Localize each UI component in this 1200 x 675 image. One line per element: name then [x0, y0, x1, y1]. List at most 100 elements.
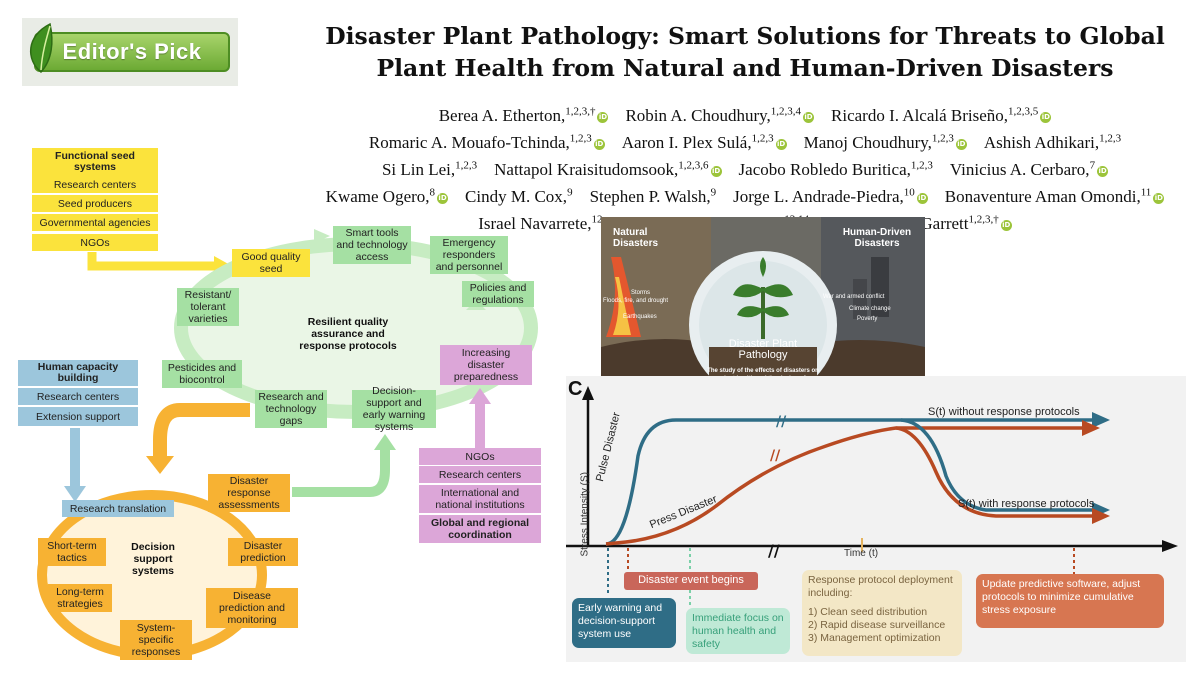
- author-affiliation: 9: [710, 186, 717, 199]
- author-name: Nattapol Kraisitudomsook,: [494, 159, 679, 179]
- orcid-icon[interactable]: iD: [1097, 165, 1109, 177]
- author-name: Vinicius A. Cerbaro,: [949, 159, 1090, 179]
- human-capacity-title: Human capacity building: [18, 360, 138, 386]
- author-name: Ashish Adhikari,: [983, 132, 1100, 152]
- panel-c: // // // C Stress Intensity (S) Time (t)…: [566, 376, 1186, 662]
- orcid-icon[interactable]: iD: [1153, 193, 1165, 205]
- author[interactable]: Jacobo Robledo Buritica,1,2,3: [739, 159, 933, 179]
- series-label-with: S(t) with response protocols: [958, 498, 1095, 510]
- author[interactable]: Cindy M. Cox,9: [465, 186, 573, 206]
- note-update: Update predictive software, adjust proto…: [976, 574, 1164, 628]
- author-name: Kwame Ogero,: [325, 187, 430, 207]
- author-affiliation: 1,2,3: [931, 132, 954, 145]
- author-name: Bonaventure Aman Omondi,: [944, 187, 1141, 207]
- author-affiliation: 7: [1089, 159, 1096, 172]
- panel-label: C: [568, 378, 583, 400]
- orcid-icon[interactable]: iD: [955, 138, 967, 150]
- author-name: Israel Navarrete,: [478, 214, 592, 234]
- x-axis-label: Time (t): [844, 548, 879, 559]
- human-item: Poverty: [857, 316, 878, 322]
- author-affiliation: 1,2,3: [910, 159, 933, 172]
- decision-early-warning: Decision-support and early warning syste…: [352, 385, 436, 433]
- decision-center: Decision support systems: [131, 541, 175, 577]
- author-affiliation: 1,2,3,†: [565, 105, 596, 117]
- pesticides-biocontrol: Pesticides and biocontrol: [162, 360, 242, 388]
- author-affiliation: 1,2,3: [455, 159, 478, 172]
- global-item: NGOs: [419, 448, 541, 465]
- global-coordination-title: Global and regional coordination: [419, 515, 541, 543]
- seed-item: Seed producers: [32, 195, 158, 212]
- author-name: Berea A. Etherton,: [438, 105, 566, 125]
- global-item: Research centers: [419, 466, 541, 483]
- orcid-icon[interactable]: iD: [593, 138, 605, 150]
- disease-prediction: Disease prediction and monitoring: [206, 588, 298, 628]
- orcid-icon[interactable]: iD: [710, 165, 722, 177]
- human-item: War and armed conflict: [823, 294, 885, 300]
- short-term-tactics: Short-term tactics: [38, 538, 106, 566]
- note-protocol: Response protocol deployment including: …: [802, 570, 962, 656]
- author-name: Jorge L. Andrade-Piedra,: [733, 187, 904, 207]
- author[interactable]: Ashish Adhikari,1,2,3: [983, 132, 1122, 152]
- y-axis-label: Stress Intensity (S): [579, 472, 591, 557]
- human-disasters-label: Human-Driven Disasters: [842, 227, 912, 249]
- author-name: Ricardo I. Alcalá Briseño,: [831, 105, 1009, 125]
- human-item: Research centers: [18, 388, 138, 405]
- author[interactable]: Si Lin Lei,1,2,3: [381, 159, 478, 179]
- author-affiliation: 1,2,3: [751, 132, 774, 145]
- author-name: Robin A. Choudhury,: [625, 105, 771, 125]
- natural-item: Earthquakes: [623, 314, 657, 320]
- seed-systems-title: Functional seed systems: [32, 148, 158, 176]
- svg-text://: //: [768, 541, 780, 560]
- policies-regulations: Policies and regulations: [462, 281, 534, 307]
- author-name: Si Lin Lei,: [381, 159, 456, 179]
- author-line: Berea A. Etherton,1,2,3,†iD Robin A. Cho…: [300, 100, 1190, 127]
- author-affiliation: 11: [1140, 186, 1152, 199]
- system-specific: System-specific responses: [120, 620, 192, 660]
- natural-disasters-label: Natural Disasters: [613, 227, 659, 249]
- good-quality-seed: Good quality seed: [232, 249, 310, 277]
- author[interactable]: Berea A. Etherton,1,2,3,†iD: [438, 105, 609, 125]
- editors-pick-text: Editor's Pick: [62, 39, 202, 64]
- protocol-item: 2) Rapid disease surveillance: [808, 619, 946, 631]
- protocol-item: 3) Management optimization: [808, 632, 941, 644]
- natural-item: Floods, fire, and drought: [603, 298, 669, 304]
- long-term-strategies: Long-term strategies: [48, 584, 112, 612]
- editors-pick-pill: Editor's Pick: [34, 32, 230, 72]
- smart-tools: Smart tools and technology access: [333, 226, 411, 264]
- orcid-icon[interactable]: iD: [916, 193, 928, 205]
- orcid-icon[interactable]: iD: [1000, 220, 1012, 232]
- orcid-icon[interactable]: iD: [437, 193, 449, 205]
- seed-item: Governmental agencies: [32, 214, 158, 231]
- seed-item: NGOs: [32, 234, 158, 251]
- orcid-icon[interactable]: iD: [775, 138, 787, 150]
- author-affiliation: 12: [591, 213, 603, 226]
- author-affiliation: 1,2,3: [1099, 132, 1122, 145]
- note-event-begins: Disaster event begins: [624, 572, 758, 590]
- orcid-icon[interactable]: iD: [597, 111, 609, 123]
- research-gaps: Research and technology gaps: [255, 390, 327, 428]
- paper-title: Disaster Plant Pathology: Smart Solution…: [325, 22, 1165, 82]
- author-affiliation: 1,2,3,4: [770, 105, 802, 117]
- natural-item: Storms: [631, 290, 651, 296]
- author-name: Stephen P. Walsh,: [589, 187, 711, 207]
- author[interactable]: Stephen P. Walsh,9: [589, 186, 717, 207]
- author-name: Romaric A. Mouafo-Tchinda,: [368, 132, 570, 152]
- series-label-without: S(t) without response protocols: [928, 406, 1080, 418]
- center-title: Disaster Plant Pathology: [728, 338, 798, 361]
- cycle-center: Resilient quality assurance and response…: [299, 316, 397, 352]
- author-affiliation: 9: [567, 186, 573, 199]
- author-affiliation: 1,2,3: [569, 132, 592, 145]
- orcid-icon[interactable]: iD: [1040, 111, 1052, 123]
- orcid-icon[interactable]: iD: [803, 111, 815, 123]
- protocol-item: 1) Clean seed distribution: [808, 606, 928, 618]
